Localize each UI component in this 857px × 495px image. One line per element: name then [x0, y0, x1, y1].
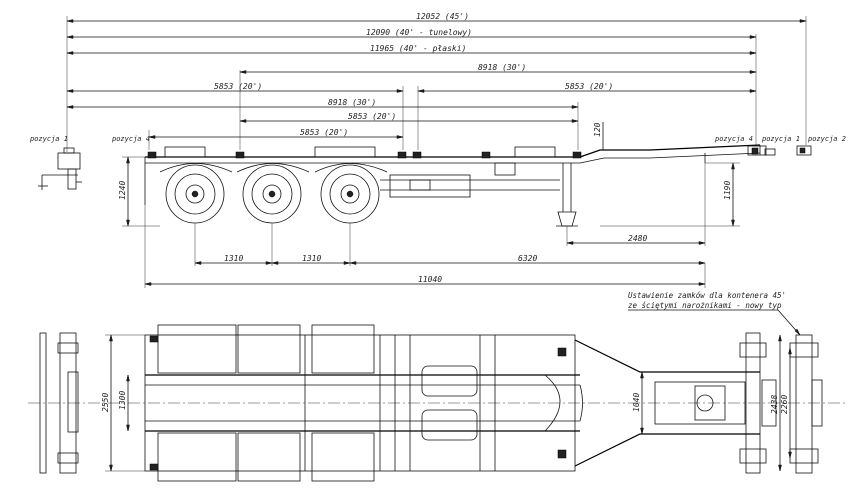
- side-bottom-dims: 2480 1310 1310 6320 11040: [144, 163, 706, 288]
- dim-1300: 1300: [118, 391, 127, 410]
- wheel-1: [165, 164, 225, 224]
- label-pozycja-4-right: pozycja 4: [715, 135, 753, 143]
- dim-1310-a: 1310: [224, 254, 243, 263]
- top-dimension-chain: 12052 (45') 12090 (40' - tunelowy) 11965…: [66, 12, 807, 152]
- dim-1040: 1040: [632, 393, 641, 412]
- plan-note: Ustawienie zamków dla kontenera 45' ze ś…: [628, 291, 801, 336]
- dim-2438: 2438: [770, 395, 779, 414]
- dim-11965: 11965 (40' - płaski): [370, 44, 466, 53]
- dim-120: 120: [593, 122, 602, 137]
- side-vertical-dims: 1240 120 1190: [118, 122, 740, 227]
- label-pozycja-4-left: pozycja 4: [112, 135, 150, 143]
- dim-5853-d: 5853 (20'): [300, 128, 348, 137]
- position-labels: pozycja 1 pozycja 4 pozycja 4 pozycja 1 …: [30, 135, 846, 143]
- label-pozycja-1-right: pozycja 1: [762, 135, 800, 143]
- dim-6320: 6320: [518, 254, 537, 263]
- dim-2260: 2260: [780, 395, 789, 414]
- dim-1190: 1190: [723, 181, 732, 200]
- label-pozycja-1-left: pozycja 1: [30, 135, 68, 143]
- dim-2550: 2550: [101, 393, 110, 412]
- dim-8918-b: 8918 (30'): [328, 98, 376, 107]
- dim-1310-b: 1310: [302, 254, 321, 263]
- dim-2480: 2480: [628, 234, 647, 243]
- plan-dims: 2550 1300 1040 2438 2260: [101, 334, 792, 472]
- side-view-trailer: [38, 144, 812, 227]
- dim-12090: 12090 (40' - tunelowy): [366, 28, 472, 37]
- dim-11040: 11040: [418, 275, 442, 284]
- wheel-2: [242, 164, 302, 224]
- label-pozycja-2-right: pozycja 2: [808, 135, 846, 143]
- dim-12052: 12052 (45'): [416, 12, 469, 21]
- note-line-2: ze ściętymi narożnikami - nowy typ: [628, 301, 782, 310]
- dim-5853-b: 5853 (20'): [565, 82, 613, 91]
- wheel-3: [320, 164, 380, 224]
- dim-1240: 1240: [118, 181, 127, 200]
- note-line-1: Ustawienie zamków dla kontenera 45': [628, 291, 786, 300]
- tyre-blocks: [157, 324, 375, 482]
- plan-view-trailer: [28, 324, 845, 482]
- dim-5853-a: 5853 (20'): [214, 82, 262, 91]
- dim-5853-c: 5853 (20'): [348, 112, 396, 121]
- dim-8918-top: 8918 (30'): [478, 63, 526, 72]
